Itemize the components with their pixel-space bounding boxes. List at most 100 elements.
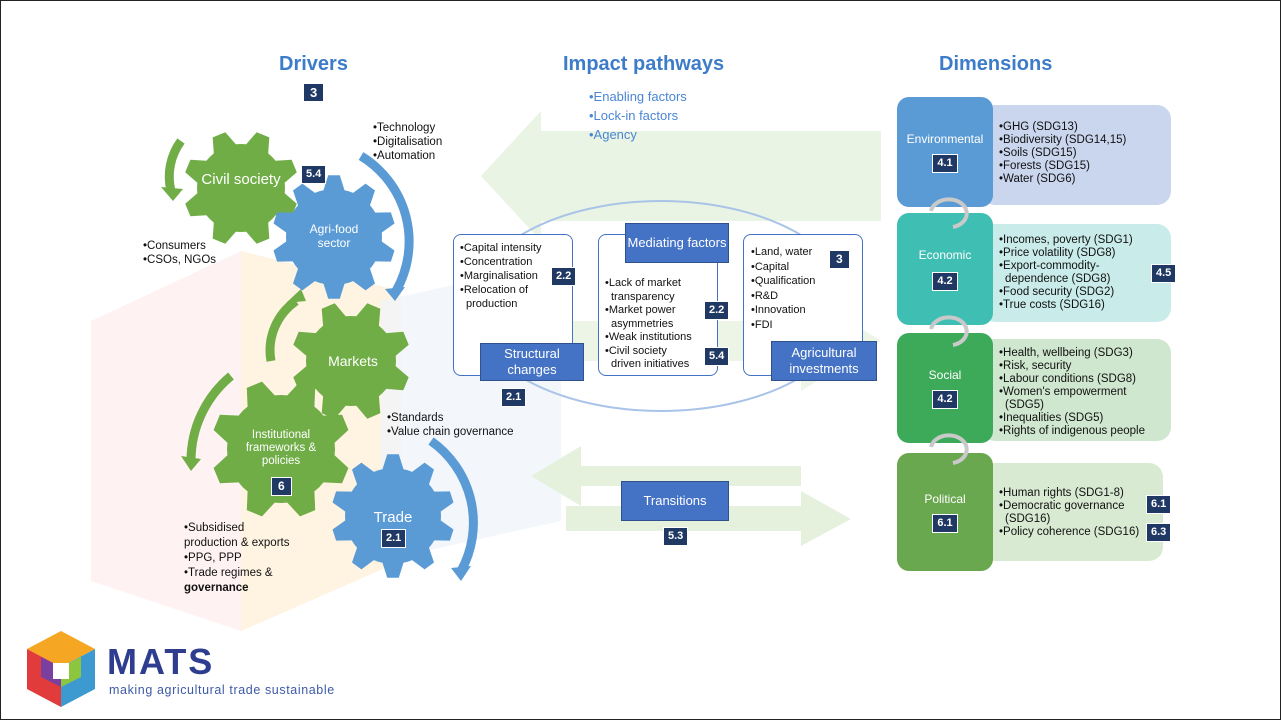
list-item: •Qualification bbox=[751, 275, 816, 287]
list-item: •Export-commodity- bbox=[999, 260, 1100, 272]
trade-label: Trade bbox=[373, 509, 413, 526]
policy-list: •Subsidised production & exports •PPG, P… bbox=[184, 521, 289, 596]
list-item: •Price volatility (SDG8) bbox=[999, 247, 1116, 259]
list-item: •Digitalisation bbox=[373, 136, 443, 148]
list-item: •Incomes, poverty (SDG1) bbox=[999, 234, 1133, 246]
environmental-label: Environmental bbox=[906, 131, 984, 146]
list-item: (SDG5) bbox=[1005, 399, 1044, 411]
list-item: production & exports bbox=[184, 537, 290, 549]
structural-changes-title: Structural changes bbox=[480, 343, 584, 381]
standards-list: •Standards •Value chain governance bbox=[387, 411, 514, 439]
list-item: •Consumers bbox=[143, 240, 206, 252]
mediating-badge-1: 2.2 bbox=[704, 301, 730, 320]
list-item: •Water (SDG6) bbox=[999, 173, 1076, 185]
drivers-badge: 3 bbox=[303, 83, 325, 102]
list-item: •Trade regimes & bbox=[184, 567, 273, 579]
political-extra-badge-1: 6.1 bbox=[1146, 495, 1172, 514]
list-item: •Risk, security bbox=[999, 360, 1072, 372]
economic-list: •Incomes, poverty (SDG1) •Price volatili… bbox=[999, 234, 1133, 312]
logo-name: MATS bbox=[107, 641, 215, 682]
political-badge: 6.1 bbox=[932, 513, 958, 533]
civil-arrow bbox=[164, 138, 185, 193]
structural-list: •Capital intensity •Concentration •Margi… bbox=[460, 241, 542, 311]
impact-pathways-title: Impact pathways bbox=[563, 53, 725, 75]
technology-list: •Technology •Digitalisation •Automation bbox=[373, 121, 442, 163]
list-item: •Food security (SDG2) bbox=[999, 286, 1115, 298]
list-item: •Relocation of bbox=[460, 284, 529, 296]
list-item: •Health, wellbeing (SDG3) bbox=[999, 347, 1133, 359]
list-item: •FDI bbox=[751, 318, 773, 331]
agrifood-arrow bbox=[358, 152, 414, 294]
list-item: (SDG16) bbox=[1005, 513, 1051, 525]
list-item: dependence (SDG8) bbox=[1005, 273, 1111, 285]
trade-badge: 2.1 bbox=[381, 529, 407, 548]
agrifood-badge: 5.4 bbox=[301, 165, 327, 184]
list-item: •Women's empowerment bbox=[999, 386, 1127, 398]
mediating-factors-title: Mediating factors bbox=[625, 223, 729, 263]
dimensions-title: Dimensions bbox=[939, 53, 1053, 75]
agrifood-label: Agri-food sector bbox=[309, 222, 359, 250]
list-item: •Concentration bbox=[460, 256, 533, 268]
mediating-list: •Lack of market transparency •Market pow… bbox=[605, 277, 692, 372]
gear-shape bbox=[213, 381, 349, 517]
list-item: production bbox=[466, 298, 518, 310]
back-arrow bbox=[481, 111, 881, 241]
civil-society-label: Civil society bbox=[201, 171, 281, 188]
list-item: •GHG (SDG13) bbox=[999, 121, 1078, 133]
list-item: •Policy coherence (SDG16) bbox=[999, 526, 1140, 538]
environmental-panel bbox=[981, 105, 1171, 205]
pathway-list: •Enabling factors •Lock-in factors •Agen… bbox=[589, 87, 687, 144]
drivers-title: Drivers bbox=[279, 53, 348, 75]
social-panel bbox=[981, 339, 1171, 441]
markets-arrow bbox=[265, 297, 299, 362]
mediating-badge-2: 5.4 bbox=[704, 347, 730, 366]
agrifood-gear bbox=[273, 175, 395, 299]
list-item: •True costs (SDG16) bbox=[999, 299, 1105, 311]
list-item: •Labour conditions (SDG8) bbox=[999, 373, 1136, 385]
list-item: •Innovation bbox=[751, 304, 806, 316]
markets-gear bbox=[293, 303, 409, 419]
environmental-box: Environmental 4.1 bbox=[897, 97, 993, 207]
logo-tagline: making agricultural trade sustainable bbox=[109, 683, 335, 697]
list-item: •Rights of indigenous people bbox=[999, 425, 1145, 437]
transitions-badge: 5.3 bbox=[663, 527, 689, 546]
economic-box: Economic 4.2 bbox=[897, 213, 993, 325]
economic-badge: 4.2 bbox=[932, 271, 958, 291]
investments-badge: 3 bbox=[829, 250, 850, 269]
list-item: •Subsidised bbox=[184, 522, 245, 534]
environmental-list: •GHG (SDG13) •Biodiversity (SDG14,15) •S… bbox=[999, 121, 1126, 186]
institutional-gear bbox=[213, 381, 349, 517]
institutional-label: Institutional frameworks & policies bbox=[245, 429, 317, 468]
list-item: •Technology bbox=[373, 122, 436, 134]
pathway-item: •Lock-in factors bbox=[589, 108, 679, 123]
political-box: Political 6.1 bbox=[897, 453, 993, 571]
list-item: transparency bbox=[611, 290, 675, 303]
political-panel bbox=[981, 463, 1163, 561]
list-item: asymmetries bbox=[611, 317, 674, 330]
structural-title-badge: 2.1 bbox=[501, 388, 527, 407]
list-item: •PPG, PPP bbox=[184, 552, 242, 564]
economic-extra-badge: 4.5 bbox=[1151, 264, 1177, 283]
list-item: •Soils (SDG15) bbox=[999, 147, 1077, 159]
list-item: •CSOs, NGOs bbox=[143, 254, 217, 266]
list-item: •Marginalisation bbox=[460, 270, 538, 282]
economic-label: Economic bbox=[918, 247, 972, 262]
political-list: •Human rights (SDG1-8) •Democratic gover… bbox=[999, 487, 1139, 539]
markets-label: Markets bbox=[328, 353, 378, 369]
list-item: •Inequalities (SDG5) bbox=[999, 412, 1104, 424]
list-item: •Standards bbox=[387, 412, 444, 424]
gear-shape bbox=[273, 175, 395, 299]
list-item: •Forests (SDG15) bbox=[999, 160, 1090, 172]
pathway-item: •Agency bbox=[589, 127, 637, 142]
political-label: Political bbox=[924, 491, 966, 506]
gear-shape bbox=[185, 132, 297, 244]
list-item: •R&D bbox=[751, 289, 779, 302]
list-item: •Market power bbox=[605, 304, 676, 316]
investments-title: Agricultural investments bbox=[771, 341, 877, 381]
trade-gear bbox=[332, 454, 454, 578]
list-item: •Capital intensity bbox=[460, 242, 542, 254]
institutional-badge: 6 bbox=[271, 477, 292, 496]
list-item: •Land, water bbox=[751, 246, 813, 258]
